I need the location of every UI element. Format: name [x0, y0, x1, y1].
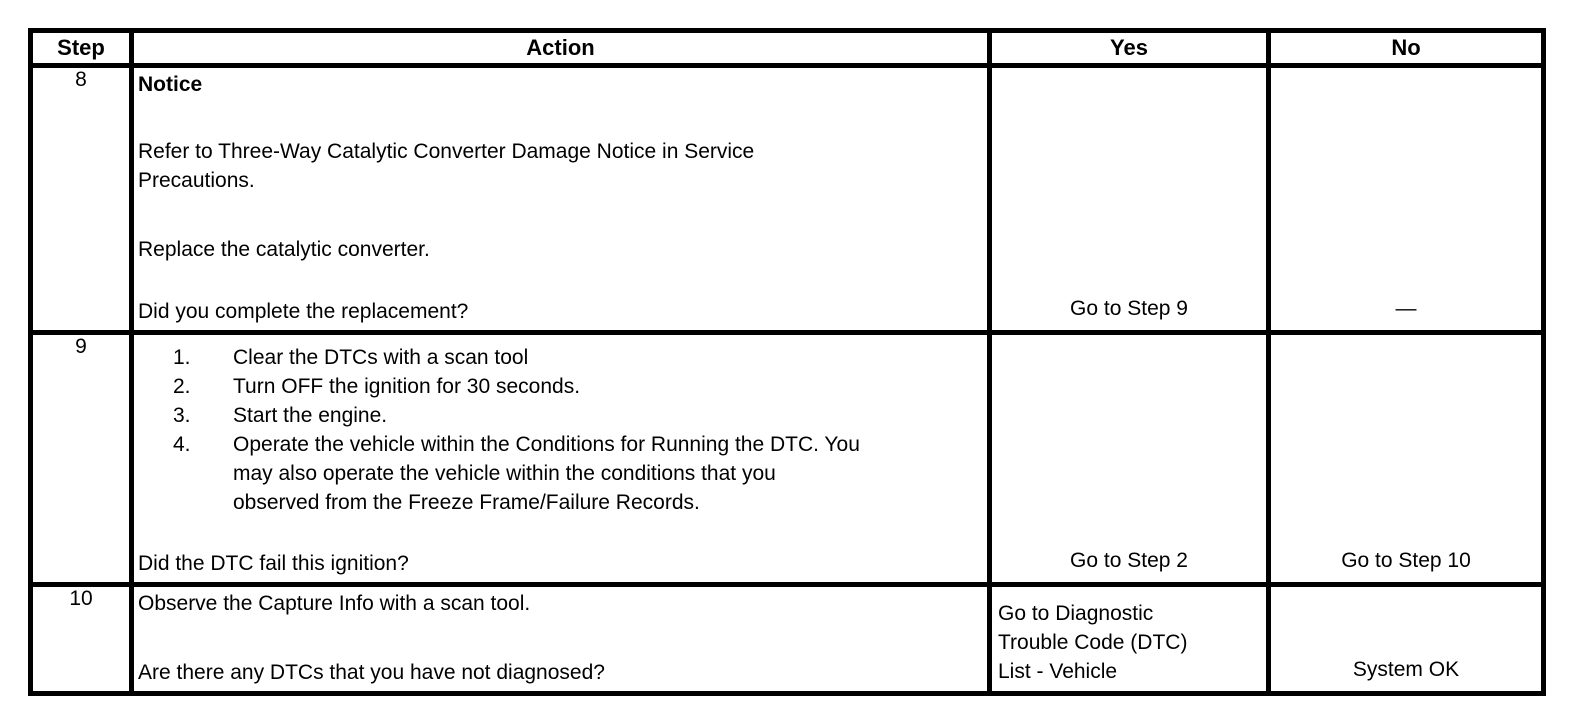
step-8-notice-label: Notice [138, 73, 203, 96]
header-action: Action [129, 28, 992, 68]
step-10-yes-text: Go to Diagnostic Trouble Code (DTC) List… [998, 602, 1188, 683]
list-item: 4. Operate the vehicle within the Condit… [138, 430, 983, 517]
header-row: Step Action Yes No [28, 28, 1546, 68]
step-9-number: 9 [28, 330, 134, 587]
step-8-no-cell: — [1266, 63, 1546, 335]
list-item-number: 2. [173, 375, 191, 398]
step-10-no-cell: System OK [1266, 582, 1546, 696]
list-item: 1. Clear the DTCs with a scan tool [138, 343, 983, 372]
step-8-replace-paragraph: Replace the catalytic converter. [138, 238, 430, 261]
table-row-step-9: 9 1. Clear the DTCs with a scan tool 2. … [28, 330, 1546, 587]
step-10-observe-paragraph: Observe the Capture Info with a scan too… [138, 592, 531, 615]
step-9-yes-text: Go to Step 2 [1070, 549, 1188, 572]
list-item-text: Start the engine. [233, 404, 388, 427]
list-item-text: Clear the DTCs with a scan tool [233, 346, 529, 369]
list-item-number: 3. [173, 404, 191, 427]
list-item-text: Operate the vehicle within the Condition… [233, 433, 860, 514]
step-9-numbered-list: 1. Clear the DTCs with a scan tool 2. Tu… [138, 343, 983, 517]
step-9-question: Did the DTC fail this ignition? [138, 552, 409, 575]
step-8-question: Did you complete the replacement? [138, 300, 469, 323]
list-item-number: 4. [173, 433, 191, 456]
step-9-yes-cell: Go to Step 2 [987, 330, 1271, 587]
step-10-no-text: System OK [1352, 658, 1460, 681]
list-item-text: Turn OFF the ignition for 30 seconds. [233, 375, 581, 398]
step-9-action-cell: 1. Clear the DTCs with a scan tool 2. Tu… [129, 330, 992, 587]
diagnostic-steps-table: Step Action Yes No 8 Notice Refer to Thr… [28, 28, 1546, 696]
list-item: 3. Start the engine. [138, 401, 983, 430]
step-8-yes-text: Go to Step 9 [1070, 297, 1188, 320]
header-yes: Yes [987, 28, 1271, 68]
step-8-number: 8 [28, 63, 134, 335]
step-10-yes-cell: Go to Diagnostic Trouble Code (DTC) List… [987, 582, 1271, 696]
step-10-number: 10 [28, 582, 134, 696]
step-8-refer-paragraph: Refer to Three-Way Catalytic Converter D… [138, 140, 755, 192]
step-8-yes-cell: Go to Step 9 [987, 63, 1271, 335]
step-8-action-cell: Notice Refer to Three-Way Catalytic Conv… [129, 63, 992, 335]
step-10-action-cell: Observe the Capture Info with a scan too… [129, 582, 992, 696]
step-8-no-text: — [1395, 297, 1417, 320]
table-row-step-8: 8 Notice Refer to Three-Way Catalytic Co… [28, 63, 1546, 335]
list-item: 2. Turn OFF the ignition for 30 seconds. [138, 372, 983, 401]
step-10-question: Are there any DTCs that you have not dia… [138, 661, 605, 684]
step-9-no-text: Go to Step 10 [1341, 549, 1471, 572]
header-step: Step [28, 28, 134, 68]
step-9-no-cell: Go to Step 10 [1266, 330, 1546, 587]
header-no: No [1266, 28, 1546, 68]
list-item-number: 1. [173, 346, 191, 369]
table-row-step-10: 10 Observe the Capture Info with a scan … [28, 582, 1546, 696]
